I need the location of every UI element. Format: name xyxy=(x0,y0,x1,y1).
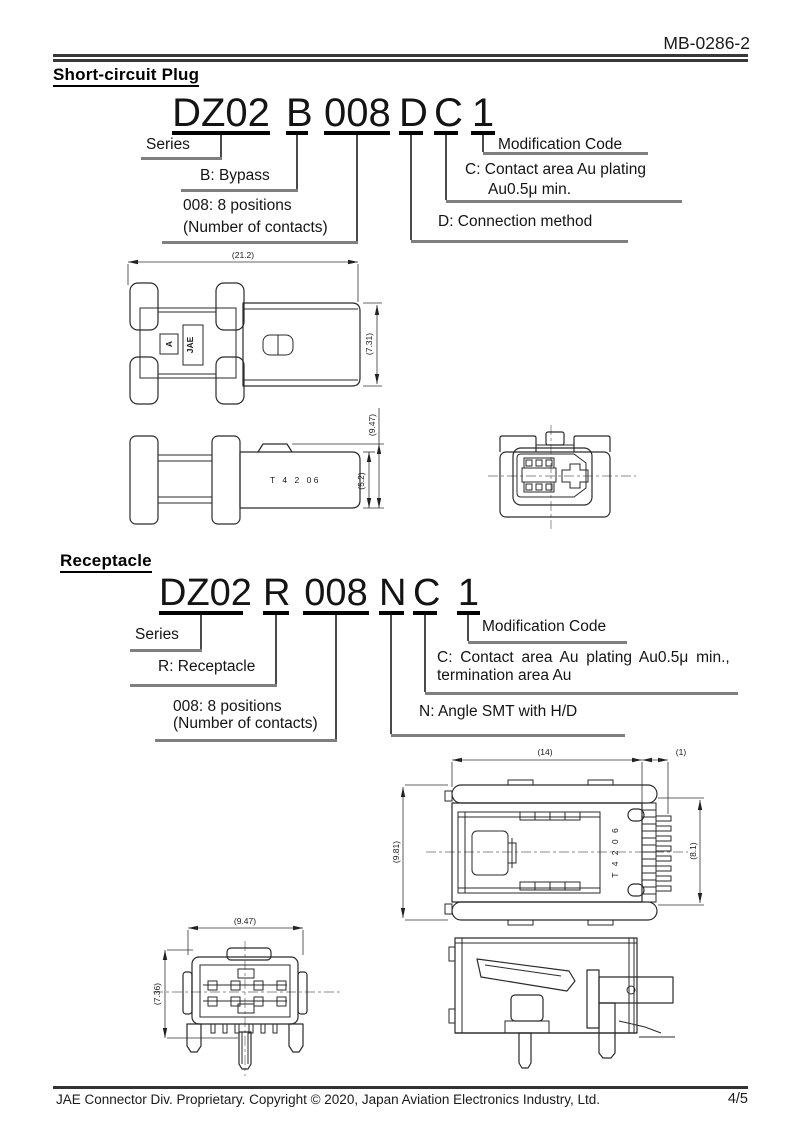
plug-modcode-leader xyxy=(482,135,484,152)
plug-top-dim-height: (7.31) xyxy=(364,333,374,355)
plug-pn-series: DZ02 xyxy=(172,91,270,135)
plug-plating-label-1: C: Contact area Au plating xyxy=(465,161,646,178)
plug-modcode-underline xyxy=(483,152,648,155)
plug-top-view-drawing: (21.2) JAE A (7.31) xyxy=(127,250,382,405)
plug-jae-logo-marking: JAE xyxy=(185,336,195,353)
plug-plating-leader xyxy=(445,135,447,200)
receptacle-plating-label-2: termination area Au xyxy=(437,667,572,684)
receptacle-pn-mounting: N xyxy=(379,572,407,615)
receptacle-front-dim-width: (9.47) xyxy=(234,916,256,926)
receptacle-positions-leader xyxy=(335,615,337,739)
receptacle-mounting-label: N: Angle SMT with H/D xyxy=(419,703,578,720)
receptacle-positions-label-2: (Number of contacts) xyxy=(173,715,318,732)
receptacle-section-heading: Receptacle xyxy=(60,551,152,573)
plug-plating-label-2: Au0.5μ min. xyxy=(488,181,572,198)
plug-bypass-leader xyxy=(296,135,298,189)
plug-side-dim-overall: (9.47) xyxy=(367,414,377,436)
receptacle-side-view-drawing xyxy=(448,937,675,1069)
plug-positions-underline xyxy=(162,241,358,244)
receptacle-type-leader xyxy=(275,615,277,684)
plug-bypass-underline xyxy=(181,189,298,192)
receptacle-series-label: Series xyxy=(135,626,179,643)
receptacle-pn-positions: 008 xyxy=(303,572,369,615)
receptacle-modcode-leader xyxy=(467,615,469,641)
receptacle-top-dim-depth: (9.81) xyxy=(391,841,401,863)
document-number: MB-0286-2 xyxy=(663,33,750,53)
receptacle-mounting-leader xyxy=(390,615,392,734)
plug-a-marking: A xyxy=(164,341,174,347)
footer-rule xyxy=(53,1086,748,1089)
plug-positions-label-2: (Number of contacts) xyxy=(183,219,328,236)
receptacle-modcode-label: Modification Code xyxy=(482,618,607,635)
receptacle-front-view-drawing: (9.47) (7.36) xyxy=(152,916,341,1076)
receptacle-heading-text: Receptacle xyxy=(60,551,152,573)
plug-heading-text: Short-circuit Plug xyxy=(53,65,200,87)
receptacle-type-label: R: Receptacle xyxy=(158,658,256,675)
receptacle-type-underline xyxy=(130,684,277,687)
plug-end-view-drawing xyxy=(488,425,636,529)
receptacle-plating-underline xyxy=(425,692,738,695)
receptacle-pn-plating: C xyxy=(413,572,441,615)
receptacle-series-underline xyxy=(130,649,202,652)
footer-page-number: 4/5 xyxy=(727,1091,748,1107)
receptacle-mounting-underline xyxy=(391,734,625,737)
receptacle-positions-underline xyxy=(155,739,337,742)
plug-top-dim-width: (21.2) xyxy=(232,250,254,260)
plug-connection-label: D: Connection method xyxy=(438,213,593,230)
receptacle-top-dim-pins: (1) xyxy=(676,747,687,757)
plug-side-date-code: T 4 2 06 xyxy=(270,475,321,485)
plug-positions-label-1: 008: 8 positions xyxy=(183,197,292,214)
plug-positions-leader xyxy=(356,135,358,241)
plug-connection-underline xyxy=(411,240,628,243)
receptacle-modcode-underline xyxy=(468,641,627,644)
plug-plating-underline xyxy=(446,200,682,203)
receptacle-pn-series: DZ02 xyxy=(159,572,252,615)
receptacle-top-dim-width: (14) xyxy=(537,747,552,757)
footer-copyright: JAE Connector Div. Proprietary. Copyrigh… xyxy=(56,1092,600,1107)
plug-connection-leader xyxy=(410,135,412,240)
plug-series-underline xyxy=(141,157,222,160)
plug-pn-modcode: 1 xyxy=(471,91,495,135)
receptacle-plating-label-1: C: Contact area Au plating Au0.5μ min., xyxy=(437,649,730,666)
plug-series-leader xyxy=(220,135,222,157)
receptacle-series-leader xyxy=(200,615,202,649)
plug-pn-plating: C xyxy=(434,91,463,135)
plug-pn-type: B xyxy=(286,91,313,135)
receptacle-top-date-code: T 4 2 0 6 xyxy=(610,826,620,877)
header-double-rule xyxy=(53,54,748,62)
plug-side-dim-body: (5.2) xyxy=(356,472,366,490)
receptacle-plating-leader xyxy=(424,615,426,692)
plug-modcode-label: Modification Code xyxy=(498,136,623,153)
plug-side-view-drawing: T 4 2 06 (9.47) (5.2) xyxy=(129,408,384,525)
receptacle-front-dim-height: (7.36) xyxy=(152,983,162,1005)
receptacle-positions-label-1: 008: 8 positions xyxy=(173,698,282,715)
plug-pn-positions: 008 xyxy=(324,91,391,135)
plug-bypass-label: B: Bypass xyxy=(200,167,270,184)
receptacle-top-dim-body: (8.1) xyxy=(688,842,698,860)
receptacle-pn-type: R xyxy=(263,572,291,615)
plug-section-heading: Short-circuit Plug xyxy=(53,65,200,87)
plug-series-label: Series xyxy=(146,136,190,153)
receptacle-top-view-drawing: (14) (1) (9.81) (8.1) xyxy=(391,747,704,926)
receptacle-pn-modcode: 1 xyxy=(457,572,480,615)
plug-pn-connection: D xyxy=(399,91,428,135)
